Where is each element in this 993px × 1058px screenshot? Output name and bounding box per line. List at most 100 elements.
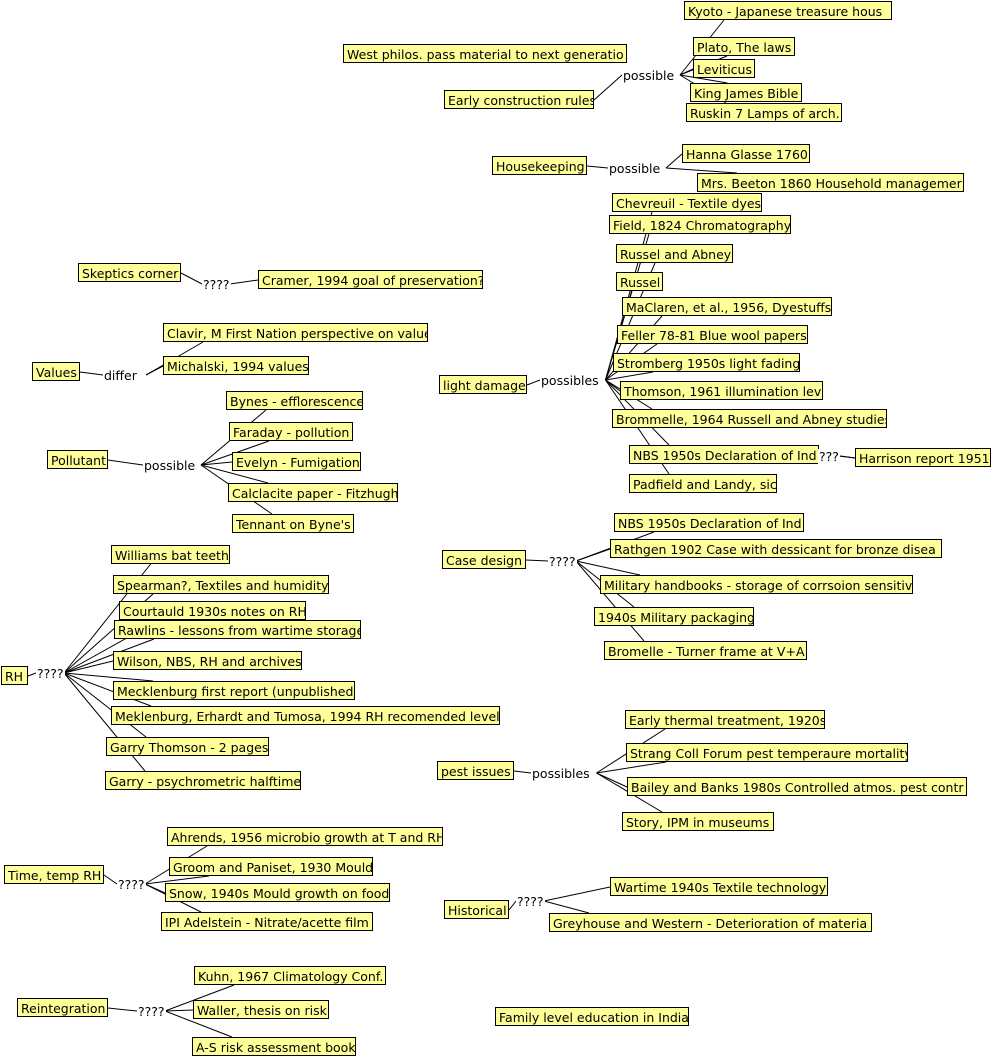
concept-node[interactable]: Harrison report 1951 <box>855 448 991 467</box>
concept-node[interactable]: Feller 78-81 Blue wool papers <box>617 325 808 344</box>
concept-node[interactable]: Ruskin 7 Lamps of arch. <box>686 103 842 122</box>
item-link-line <box>164 984 235 1012</box>
concept-node[interactable]: Waller, thesis on risk <box>193 1000 329 1019</box>
hub-link-line <box>586 165 609 169</box>
concept-node[interactable]: Russel and Abney <box>616 244 733 263</box>
concept-node[interactable]: Ahrends, 1956 microbio growth at T and R… <box>167 827 443 846</box>
concept-node[interactable]: Michalski, 1994 values <box>163 356 309 375</box>
concept-node[interactable]: Bromelle - Turner frame at V+A <box>604 641 807 660</box>
concept-node[interactable]: Chevreuil - Textile dyes <box>612 193 762 212</box>
concept-node-pollutant[interactable]: Pollutant <box>47 450 108 469</box>
hub-link-line <box>79 371 104 376</box>
concept-node[interactable]: Spearman?, Textiles and humidity <box>113 575 329 594</box>
concept-node[interactable]: Stromberg 1950s light fading <box>613 353 800 372</box>
link-label: ??? <box>818 449 840 464</box>
concept-node[interactable]: Wartime 1940s Textile technology <box>610 877 828 896</box>
concept-node-skeptics[interactable]: Skeptics corner <box>78 263 181 282</box>
concept-node-time-temp-rh[interactable]: Time, temp RH <box>4 865 104 884</box>
concept-node[interactable]: Garry - psychrometric halftime <box>105 771 301 790</box>
concept-node-case-design[interactable]: Case design <box>442 550 526 569</box>
concept-node[interactable]: Williams bat teeth <box>111 545 230 564</box>
concept-node[interactable]: NBS 1950s Declaration of Ind <box>614 513 804 532</box>
item-link-line <box>144 875 210 885</box>
item-link-line <box>164 1009 194 1012</box>
concept-node[interactable]: Story, IPM in museums <box>622 812 774 831</box>
concept-node-family-education[interactable]: Family level education in India <box>495 1007 689 1026</box>
concept-node[interactable]: Kuhn, 1967 Climatology Conf. <box>194 966 386 985</box>
item-link-line <box>679 68 694 76</box>
concept-node[interactable]: Kyoto - Japanese treasure hous <box>684 1 892 20</box>
concept-node-light-damage[interactable]: light damage <box>439 375 527 394</box>
concept-node-values[interactable]: Values <box>32 362 80 381</box>
concept-node[interactable]: Meklenburg, Erhardt and Tumosa, 1994 RH … <box>111 706 500 725</box>
item-link-line <box>575 560 641 576</box>
concept-node[interactable]: Courtauld 1930s notes on RH <box>119 601 306 620</box>
concept-node[interactable]: Strang Coll Forum pest temperaure mortal… <box>626 743 908 762</box>
concept-node[interactable]: 1940s Military packaging <box>594 607 754 626</box>
concept-node[interactable]: Groom and Paniset, 1930 Mould <box>169 857 373 876</box>
concept-node[interactable]: King James Bible <box>690 83 802 102</box>
concept-node[interactable]: Early thermal treatment, 1920s <box>625 710 825 729</box>
hub-link-line <box>526 379 541 386</box>
concept-node[interactable]: Hanna Glasse 1760 <box>682 144 810 163</box>
concept-node[interactable]: Field, 1824 Chromatography <box>609 215 791 234</box>
concept-node[interactable]: Tennant on Byne's <box>232 514 354 533</box>
concept-node[interactable]: A-S risk assessment book <box>192 1037 356 1056</box>
item-link-line <box>229 279 259 285</box>
link-label: ???? <box>117 877 146 892</box>
concept-node[interactable]: Faraday - pollution <box>229 422 353 441</box>
hub-link-line <box>180 272 203 285</box>
item-link-line <box>840 455 856 459</box>
concept-node[interactable]: Mecklenburg first report (unpublished) <box>113 681 355 700</box>
concept-node-housekeeping[interactable]: Housekeeping <box>492 156 587 175</box>
concept-node[interactable]: Bynes - efflorescence <box>226 391 363 410</box>
concept-node-preservation-history[interactable]: West philos. pass material to next gener… <box>343 44 627 63</box>
item-link-line <box>596 761 667 774</box>
item-link-line <box>596 772 628 788</box>
concept-node-historical[interactable]: Historical <box>444 900 509 919</box>
concept-node[interactable]: Russel <box>616 272 663 291</box>
concept-node[interactable]: Greyhouse and Western - Deterioration of… <box>549 913 872 932</box>
item-link-line <box>63 638 155 674</box>
concept-node[interactable]: Evelyn - Fumigation <box>232 452 361 471</box>
concept-node[interactable]: Rawlins - lessons from wartime storage <box>114 620 361 639</box>
item-link-line <box>63 672 147 738</box>
item-link-line <box>543 886 611 902</box>
link-label: possible <box>143 458 197 473</box>
concept-node[interactable]: Brommelle, 1964 Russell and Abney studie… <box>612 409 887 428</box>
item-link-line <box>605 371 654 381</box>
concept-node[interactable]: Military handbooks - storage of corrsoio… <box>600 575 913 594</box>
concept-node[interactable]: NBS 1950s Declaration of Ind <box>629 445 819 464</box>
item-link-line <box>200 464 269 484</box>
concept-node[interactable]: Padfield and Landy, sic <box>629 474 777 493</box>
concept-node-reintegration[interactable]: Reintegration <box>17 998 108 1017</box>
concept-node[interactable]: Rathgen 1902 Case with dessicant for bro… <box>610 539 942 558</box>
concept-node[interactable]: Garry Thomson - 2 pages <box>106 737 269 756</box>
item-link-line <box>200 461 233 466</box>
item-link-line <box>63 672 152 707</box>
item-link-line <box>575 560 645 642</box>
item-link-line <box>575 548 611 562</box>
concept-node[interactable]: Calclacite paper - Fitzhugh <box>228 483 398 502</box>
link-label: differ <box>103 368 138 383</box>
concept-node[interactable]: Cramer, 1994 goal of preservation? <box>258 270 483 289</box>
concept-node[interactable]: MaClaren, et al., 1956, Dyestuffs <box>622 297 832 316</box>
concept-node[interactable]: Snow, 1940s Mould growth on food <box>165 883 390 902</box>
hub-link-line <box>107 459 144 466</box>
hub-link-line <box>593 74 623 101</box>
concept-node[interactable]: Clavir, M First Nation perspective on va… <box>163 323 428 342</box>
concept-node-preservation-history[interactable]: Early construction rules <box>444 90 594 109</box>
concept-node-pest-issues[interactable]: pest issues <box>437 761 514 780</box>
concept-node[interactable]: Wilson, NBS, RH and archives <box>113 651 302 670</box>
item-link-line <box>543 900 590 914</box>
item-link-line <box>665 153 683 169</box>
concept-node-rh[interactable]: RH <box>1 666 28 685</box>
concept-node[interactable]: IPI Adelstein - Nitrate/acette film <box>161 912 373 931</box>
concept-node[interactable]: Leviticus <box>693 59 755 78</box>
concept-node[interactable]: Plato, The laws <box>693 37 795 56</box>
item-link-line <box>63 660 114 674</box>
concept-node[interactable]: Bailey and Banks 1980s Controlled atmos.… <box>627 777 967 796</box>
concept-node[interactable]: Thomson, 1961 illumination levels <box>620 381 823 400</box>
concept-node[interactable]: Mrs. Beeton 1860 Household managemer <box>697 173 964 192</box>
